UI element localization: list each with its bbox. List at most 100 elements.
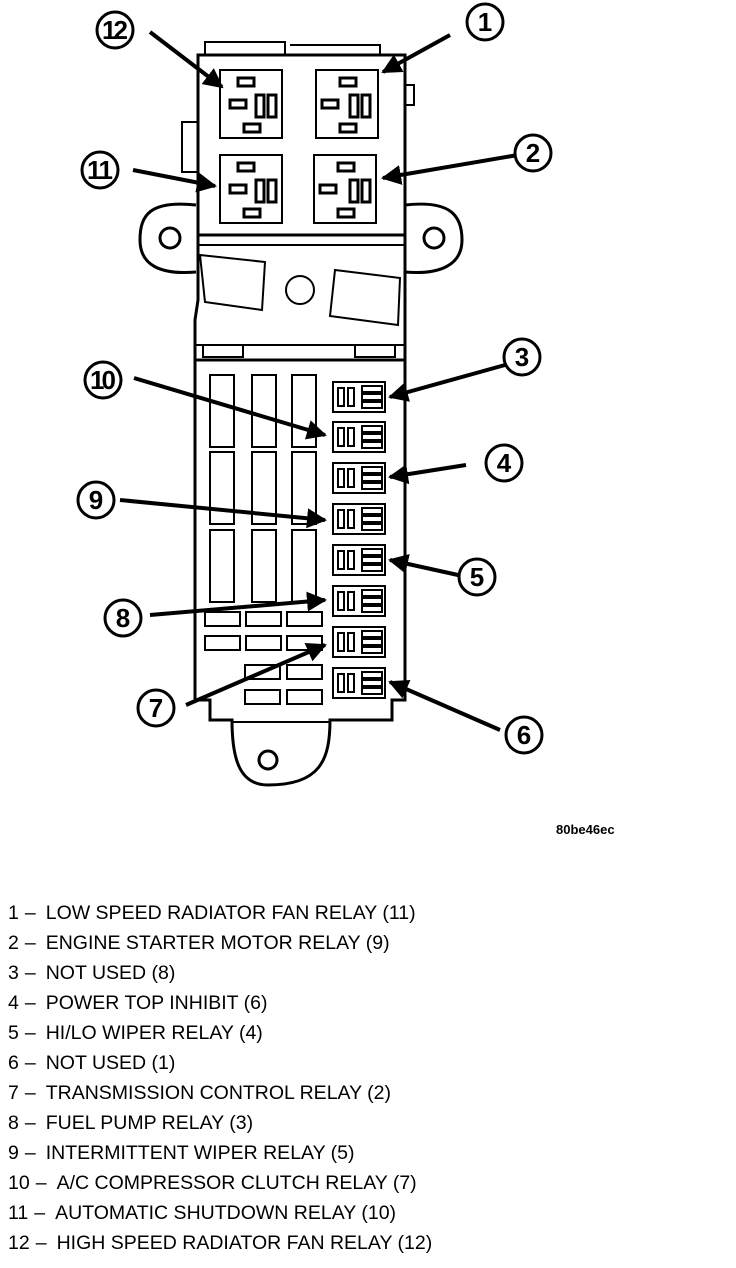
legend-dash: – (24, 932, 36, 954)
legend-text: HI/LO WIPER RELAY (4) (45, 1022, 263, 1044)
mini-relay-column (332, 381, 386, 699)
callout-number: 8 (116, 603, 130, 633)
legend-number: 10 (8, 1172, 30, 1194)
legend-text: AUTOMATIC SHUTDOWN RELAY (10) (55, 1202, 397, 1224)
relay-socket-2 (313, 154, 377, 224)
callout-circle (502, 337, 542, 377)
relay-socket-12 (219, 69, 283, 139)
callout-5: 5 (457, 557, 497, 597)
leader-line-6 (388, 680, 501, 732)
mini-relay-4 (332, 462, 386, 494)
callout-circle (484, 443, 524, 483)
mini-relay-9 (332, 503, 386, 535)
legend-number: 9 (8, 1142, 19, 1164)
callout-circle (103, 598, 143, 638)
leader-line-8 (149, 591, 327, 617)
legend-text: POWER TOP INHIBIT (6) (45, 992, 268, 1014)
callout-8: 8 (103, 598, 143, 638)
callout-circle (83, 360, 123, 400)
callout-2: 2 (513, 133, 553, 173)
callout-number: 12 (102, 15, 128, 45)
callout-10: 10 (83, 360, 123, 400)
legend-dash: – (24, 1082, 36, 1104)
callout-number: 6 (517, 720, 531, 750)
legend-item: 3–NOT USED (8) (8, 958, 432, 988)
callout-3: 3 (502, 337, 542, 377)
callout-9: 9 (76, 480, 116, 520)
callout-circle (80, 150, 120, 190)
leader-line-9 (119, 498, 327, 529)
legend-number: 12 (8, 1232, 30, 1254)
figure-id: 80be46ec (556, 822, 615, 837)
mini-relay-6 (332, 667, 386, 699)
leader-lines (119, 30, 519, 732)
legend-number: 7 (8, 1082, 19, 1104)
callout-circle (504, 715, 544, 755)
legend-dash: – (35, 1172, 47, 1194)
leader-line-2 (381, 153, 519, 185)
leader-line-5 (388, 554, 459, 577)
legend-item: 2–ENGINE STARTER MOTOR RELAY (9) (8, 928, 432, 958)
mini-relay-8 (332, 585, 386, 617)
callout-number: 4 (497, 448, 512, 478)
callout-circle (76, 480, 116, 520)
callout-7: 7 (136, 688, 176, 728)
mini-relay-5 (332, 544, 386, 576)
callout-1: 1 (465, 2, 505, 42)
callout-number: 3 (515, 342, 529, 372)
legend-item: 10–A/C COMPRESSOR CLUTCH RELAY (7) (8, 1168, 432, 1198)
leader-line-10 (133, 376, 327, 440)
leader-line-12 (148, 30, 224, 89)
legend-number: 6 (8, 1052, 19, 1074)
callout-number: 1 (478, 7, 492, 37)
legend-text: ENGINE STARTER MOTOR RELAY (9) (45, 932, 390, 954)
legend-number: 8 (8, 1112, 19, 1134)
legend-item: 8–FUEL PUMP RELAY (3) (8, 1108, 432, 1138)
leader-line-7 (185, 642, 327, 707)
legend-list: 1–LOW SPEED RADIATOR FAN RELAY (11)2–ENG… (8, 898, 432, 1258)
callout-number: 7 (149, 693, 163, 723)
legend-item: 7–TRANSMISSION CONTROL RELAY (2) (8, 1078, 432, 1108)
callout-circle (457, 557, 497, 597)
callout-number: 10 (90, 365, 116, 395)
legend-dash: – (24, 1142, 36, 1164)
mounting-ear-left (138, 202, 197, 275)
legend-item: 1–LOW SPEED RADIATOR FAN RELAY (11) (8, 898, 432, 928)
callout-6: 6 (504, 715, 544, 755)
legend-dash: – (24, 992, 36, 1014)
legend-item: 4–POWER TOP INHIBIT (6) (8, 988, 432, 1018)
legend-text: HIGH SPEED RADIATOR FAN RELAY (12) (56, 1232, 433, 1254)
mini-relay-10 (332, 421, 386, 453)
callout-circle (136, 688, 176, 728)
legend-item: 6–NOT USED (1) (8, 1048, 432, 1078)
legend-number: 5 (8, 1022, 19, 1044)
legend-dash: – (24, 1052, 36, 1074)
leader-line-11 (132, 168, 217, 193)
legend-text: INTERMITTENT WIPER RELAY (5) (45, 1142, 355, 1164)
callout-number: 5 (470, 562, 484, 592)
legend-number: 11 (8, 1202, 29, 1224)
mini-relay-7 (332, 626, 386, 658)
legend-dash: – (35, 1232, 47, 1254)
legend-text: A/C COMPRESSOR CLUTCH RELAY (7) (56, 1172, 417, 1194)
legend-text: FUEL PUMP RELAY (3) (45, 1112, 254, 1134)
callout-11: 11 (80, 150, 120, 190)
legend-text: NOT USED (8) (45, 962, 176, 984)
callout-circle (95, 10, 135, 50)
legend-item: 11–AUTOMATIC SHUTDOWN RELAY (10) (8, 1198, 432, 1228)
callout-circle (513, 133, 553, 173)
callout-4: 4 (484, 443, 524, 483)
legend-number: 4 (8, 992, 19, 1014)
legend-dash: – (24, 1022, 36, 1044)
callout-12: 12 (95, 10, 135, 50)
legend-item: 5–HI/LO WIPER RELAY (4) (8, 1018, 432, 1048)
relay-socket-1 (315, 69, 379, 139)
legend-dash: – (24, 962, 36, 984)
callout-number: 11 (87, 155, 113, 185)
legend-number: 3 (8, 962, 19, 984)
leader-line-3 (388, 363, 506, 402)
leader-line-1 (381, 33, 451, 74)
legend-number: 1 (8, 902, 19, 924)
relay-center-housing (193, 53, 407, 787)
legend-text: LOW SPEED RADIATOR FAN RELAY (11) (45, 902, 416, 924)
